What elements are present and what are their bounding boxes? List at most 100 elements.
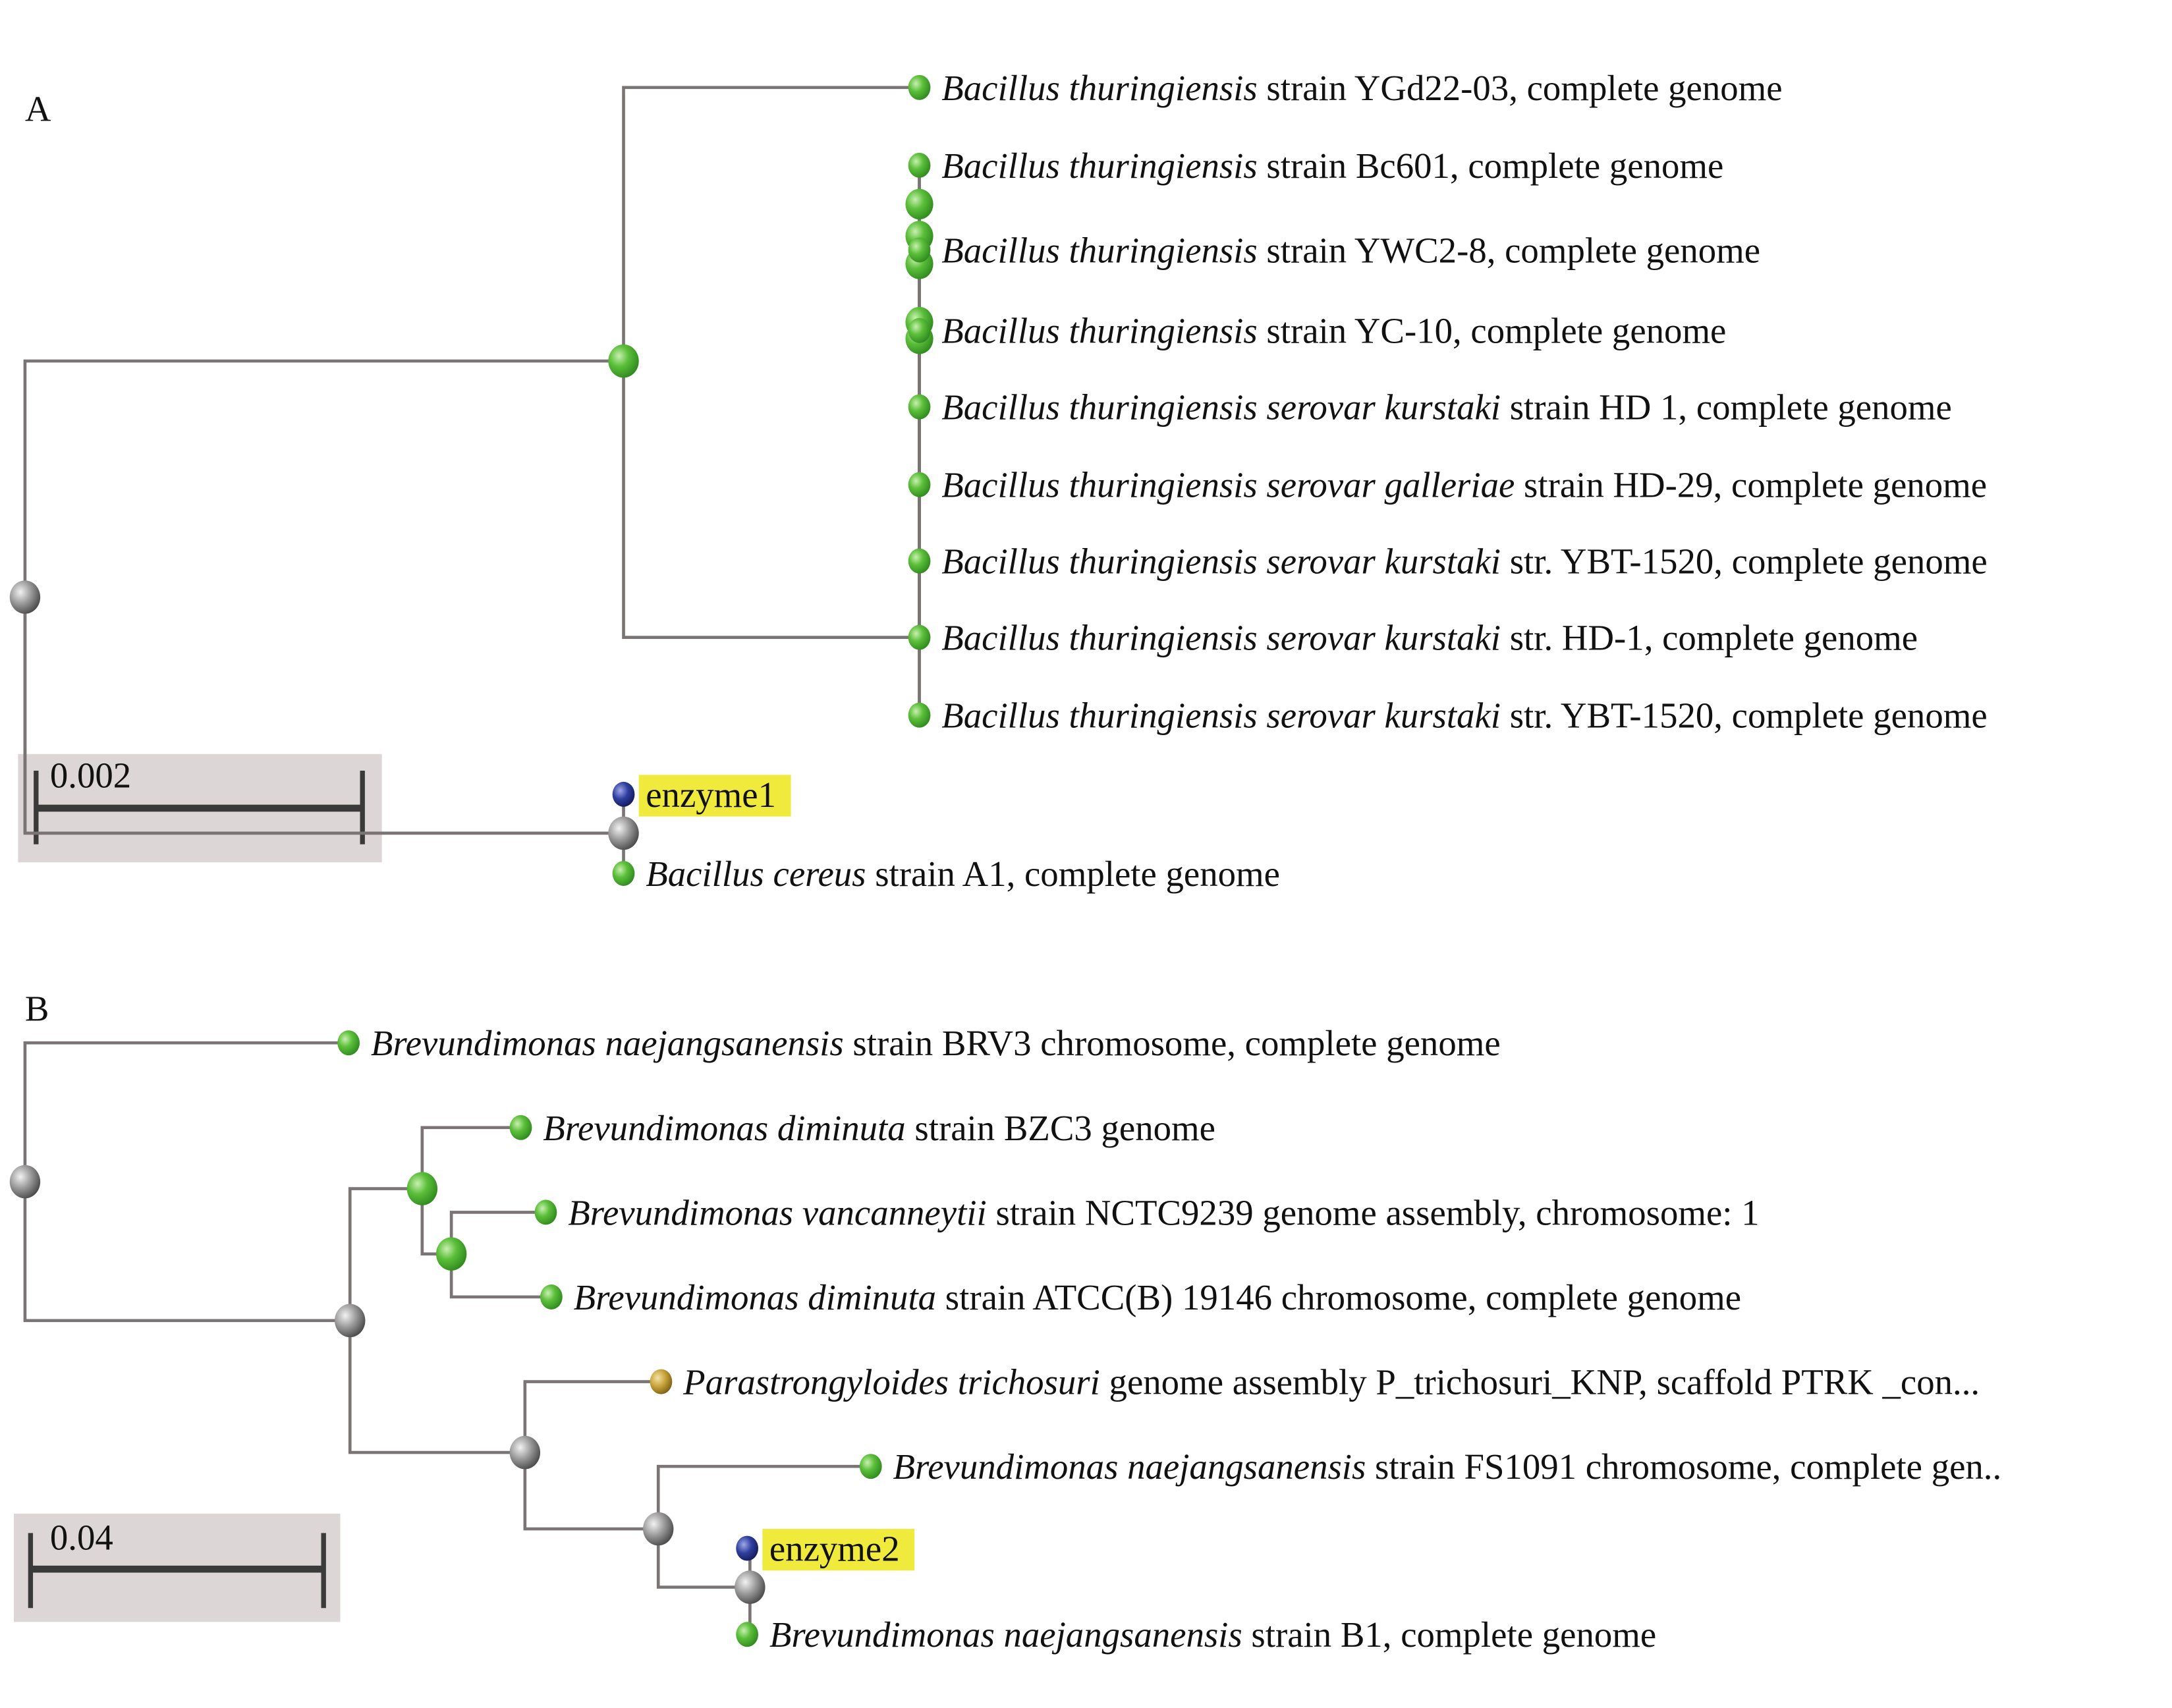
- label-highlight: [762, 1529, 915, 1571]
- branch: [23, 1182, 350, 1323]
- internal-node: [9, 1165, 41, 1199]
- taxon-label: Parastrongyloides trichosuri genome asse…: [682, 1362, 1980, 1402]
- taxon-species: Bacillus thuringiensis serovar kurstaki: [941, 618, 1501, 658]
- branch: [348, 1320, 525, 1454]
- taxon-species: Bacillus thuringiensis serovar kurstaki: [941, 387, 1501, 427]
- taxon-species: Brevundimonas diminuta: [574, 1277, 936, 1317]
- leaf-node: [650, 1369, 673, 1394]
- leaf-node: [908, 237, 931, 263]
- leaf-node: [612, 861, 635, 886]
- leaf-node: [908, 624, 931, 650]
- taxon-species: Bacillus thuringiensis serovar kurstaki: [941, 541, 1501, 582]
- taxon-description: str. YBT-1520, complete genome: [1501, 696, 1988, 736]
- taxon-label: Bacillus thuringiensis strain Bc601, com…: [941, 146, 1723, 186]
- taxon-label: Bacillus thuringiensis strain YC-10, com…: [941, 311, 1726, 351]
- branch: [348, 1187, 422, 1321]
- taxon-label: Brevundimonas naejangsanensis strain FS1…: [893, 1446, 2001, 1487]
- taxon-description: strain BZC3 genome: [906, 1108, 1215, 1148]
- taxon-description: strain YC-10, complete genome: [1258, 311, 1727, 351]
- taxon-description: strain HD-29, complete genome: [1515, 465, 1987, 505]
- tree-b: Brevundimonas naejangsanensis strain BRV…: [9, 1023, 2001, 1655]
- taxon-label: Brevundimonas diminuta strain BZC3 genom…: [543, 1108, 1215, 1148]
- taxon-description: enzyme1: [646, 775, 776, 815]
- taxon-description: strain Bc601, complete genome: [1258, 146, 1724, 186]
- taxon-label: Bacillus thuringiensis serovar galleriae…: [941, 465, 1987, 505]
- taxon-description: genome assembly P_trichosuri_KNP, scaffo…: [1100, 1362, 1980, 1402]
- internal-node: [335, 1304, 366, 1338]
- taxon-species: Bacillus thuringiensis serovar galleriae: [941, 465, 1515, 505]
- scale-label: 0.002: [50, 755, 131, 795]
- internal-node: [9, 580, 41, 614]
- taxon-label: Bacillus thuringiensis serovar kurstaki …: [941, 618, 1918, 658]
- taxon-label: Brevundimonas diminuta strain ATCC(B) 19…: [574, 1277, 1742, 1317]
- taxon-label: Bacillus thuringiensis strain YGd22-03, …: [941, 68, 1782, 108]
- leaf-node: [908, 394, 931, 420]
- panel-a-letter: A: [25, 88, 51, 128]
- node-marker: [905, 188, 933, 220]
- taxon-species: Brevundimonas vancanneytii: [568, 1192, 987, 1232]
- taxon-label: Bacillus cereus strain A1, complete geno…: [646, 854, 1280, 894]
- branch: [656, 1529, 750, 1589]
- leaf-node: [908, 548, 931, 574]
- scale-bar-b: 0.04: [14, 1513, 341, 1622]
- branch: [656, 1464, 871, 1529]
- branch: [449, 1253, 551, 1299]
- taxon-species: Parastrongyloides trichosuri: [682, 1362, 1100, 1402]
- taxon-description: strain B1, complete genome: [1242, 1614, 1656, 1655]
- query-leaf-node: [612, 781, 635, 807]
- taxon-description: strain ATCC(B) 19146 chromosome, complet…: [936, 1277, 1741, 1317]
- branch: [23, 1041, 349, 1182]
- panel-a: A 0.002 Bacillus thuringiensis strain YG…: [9, 68, 1988, 894]
- taxon-species: Brevundimonas diminuta: [543, 1108, 905, 1148]
- taxon-label: Bacillus thuringiensis serovar kurstaki …: [941, 387, 1952, 427]
- taxon-label: Bacillus thuringiensis strain YWC2-8, co…: [941, 230, 1760, 270]
- taxon-description: strain NCTC9239 genome assembly, chromos…: [987, 1192, 1760, 1232]
- leaf-node: [509, 1115, 532, 1140]
- taxon-label: Brevundimonas naejangsanensis strain BRV…: [371, 1023, 1501, 1063]
- taxon-species: Bacillus thuringiensis: [941, 230, 1257, 270]
- taxon-description: str. HD-1, complete genome: [1501, 618, 1918, 658]
- taxon-species: Brevundimonas naejangsanensis: [371, 1023, 844, 1063]
- panel-b-letter: B: [25, 988, 49, 1028]
- scale-label: 0.04: [50, 1518, 113, 1558]
- internal-node: [435, 1237, 467, 1271]
- taxon-label: Brevundimonas naejangsanensis strain B1,…: [769, 1614, 1656, 1655]
- taxon-species: Brevundimonas naejangsanensis: [769, 1614, 1242, 1655]
- taxon-species: Bacillus thuringiensis: [941, 68, 1257, 108]
- taxon-description: strain A1, complete genome: [866, 854, 1280, 894]
- branch: [420, 1126, 521, 1189]
- taxon-species: Brevundimonas naejangsanensis: [893, 1446, 1366, 1487]
- leaf-node: [908, 152, 931, 178]
- taxon-description: strain FS1091 chromosome, complete gen..: [1366, 1446, 2001, 1487]
- branch: [23, 359, 624, 597]
- internal-node: [643, 1512, 674, 1546]
- taxon-description: strain YGd22-03, complete genome: [1258, 68, 1783, 108]
- leaf-node: [908, 74, 931, 100]
- taxon-species: Bacillus thuringiensis: [941, 311, 1257, 351]
- internal-node: [608, 816, 639, 850]
- branch: [622, 86, 920, 362]
- taxon-description: str. YBT-1520, complete genome: [1501, 541, 1988, 582]
- leaf-node: [859, 1454, 882, 1479]
- branch: [449, 1211, 546, 1254]
- taxon-species: Bacillus thuringiensis: [941, 146, 1257, 186]
- leaf-node: [540, 1284, 563, 1309]
- taxon-label: enzyme1: [646, 775, 776, 815]
- label-highlight: [638, 775, 791, 817]
- leaf-node: [337, 1030, 360, 1056]
- branch: [523, 1380, 661, 1453]
- leaf-node: [736, 1622, 758, 1647]
- internal-node: [509, 1435, 541, 1470]
- scale-bar-a: 0.002: [18, 754, 382, 863]
- taxon-description: enzyme2: [769, 1529, 900, 1569]
- taxon-description: strain HD 1, complete genome: [1501, 387, 1952, 427]
- taxon-species: Bacillus thuringiensis serovar kurstaki: [941, 696, 1501, 736]
- taxon-label: Brevundimonas vancanneytii strain NCTC92…: [568, 1192, 1759, 1232]
- tree-a: Bacillus thuringiensis strain YGd22-03, …: [9, 68, 1988, 894]
- taxon-label: enzyme2: [769, 1529, 900, 1569]
- leaf-node: [534, 1199, 557, 1225]
- internal-node: [735, 1570, 766, 1604]
- branch: [622, 361, 920, 639]
- taxon-label: Bacillus thuringiensis serovar kurstaki …: [941, 541, 1987, 582]
